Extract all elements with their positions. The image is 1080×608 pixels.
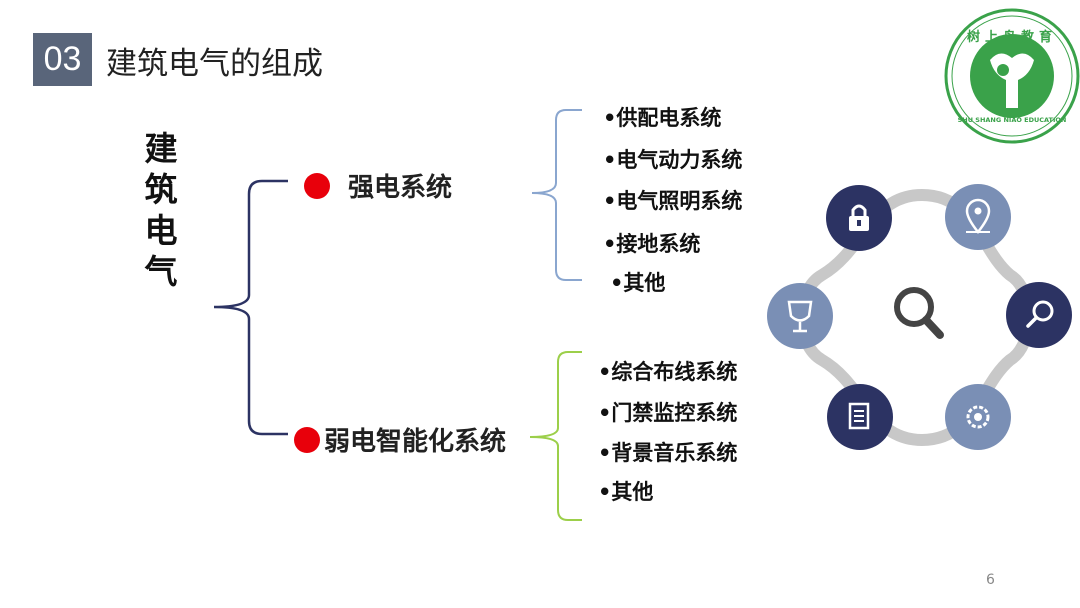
strong-bracket (531, 109, 582, 281)
settings-icon (945, 384, 1011, 450)
logo (944, 8, 1080, 144)
page-number: 6 (986, 572, 995, 588)
bullet-dot (294, 426, 320, 453)
list-item: •门禁监控系统 (598, 401, 738, 425)
logo-text-bottom: SHU SHANG NIAO EDUCATION (957, 116, 1067, 124)
list-item: •电气动力系统 (603, 148, 743, 172)
list-item: •接地系统 (603, 232, 701, 256)
main-bracket (213, 179, 288, 436)
trophy-icon (767, 283, 833, 349)
root-label-char: 电 (144, 211, 178, 250)
root-label: 建筑电气 (143, 128, 179, 292)
branch-label: 弱电智能化系统 (324, 427, 507, 457)
bullet-dot (304, 172, 330, 199)
section-number: 03 (33, 33, 92, 86)
list-item: •背景音乐系统 (598, 441, 738, 465)
branch-strong: 强电系统 (304, 167, 452, 204)
list-item: •综合布线系统 (598, 360, 738, 384)
list-item: •其他 (598, 480, 654, 504)
gear-outline (795, 188, 1035, 447)
list-item: •电气照明系统 (603, 189, 743, 213)
document-icon (827, 384, 893, 450)
logo-text-top: 树上鸟教育 (966, 30, 1057, 45)
list-item: •供配电系统 (603, 106, 722, 130)
search-icon (894, 287, 944, 339)
root-label-char: 筑 (144, 170, 178, 209)
location-pin-icon (945, 184, 1011, 250)
branch-label: 强电系统 (348, 173, 453, 203)
branch-weak: 弱电智能化系统 (294, 421, 506, 458)
magnifier-icon (1006, 282, 1072, 348)
root-label-char: 气 (144, 252, 178, 291)
root-label-char: 建 (144, 129, 178, 168)
list-item: •其他 (610, 271, 666, 295)
lock-icon (826, 185, 892, 251)
slide-title: 建筑电气的组成 (106, 46, 323, 82)
weak-bracket (529, 351, 582, 521)
